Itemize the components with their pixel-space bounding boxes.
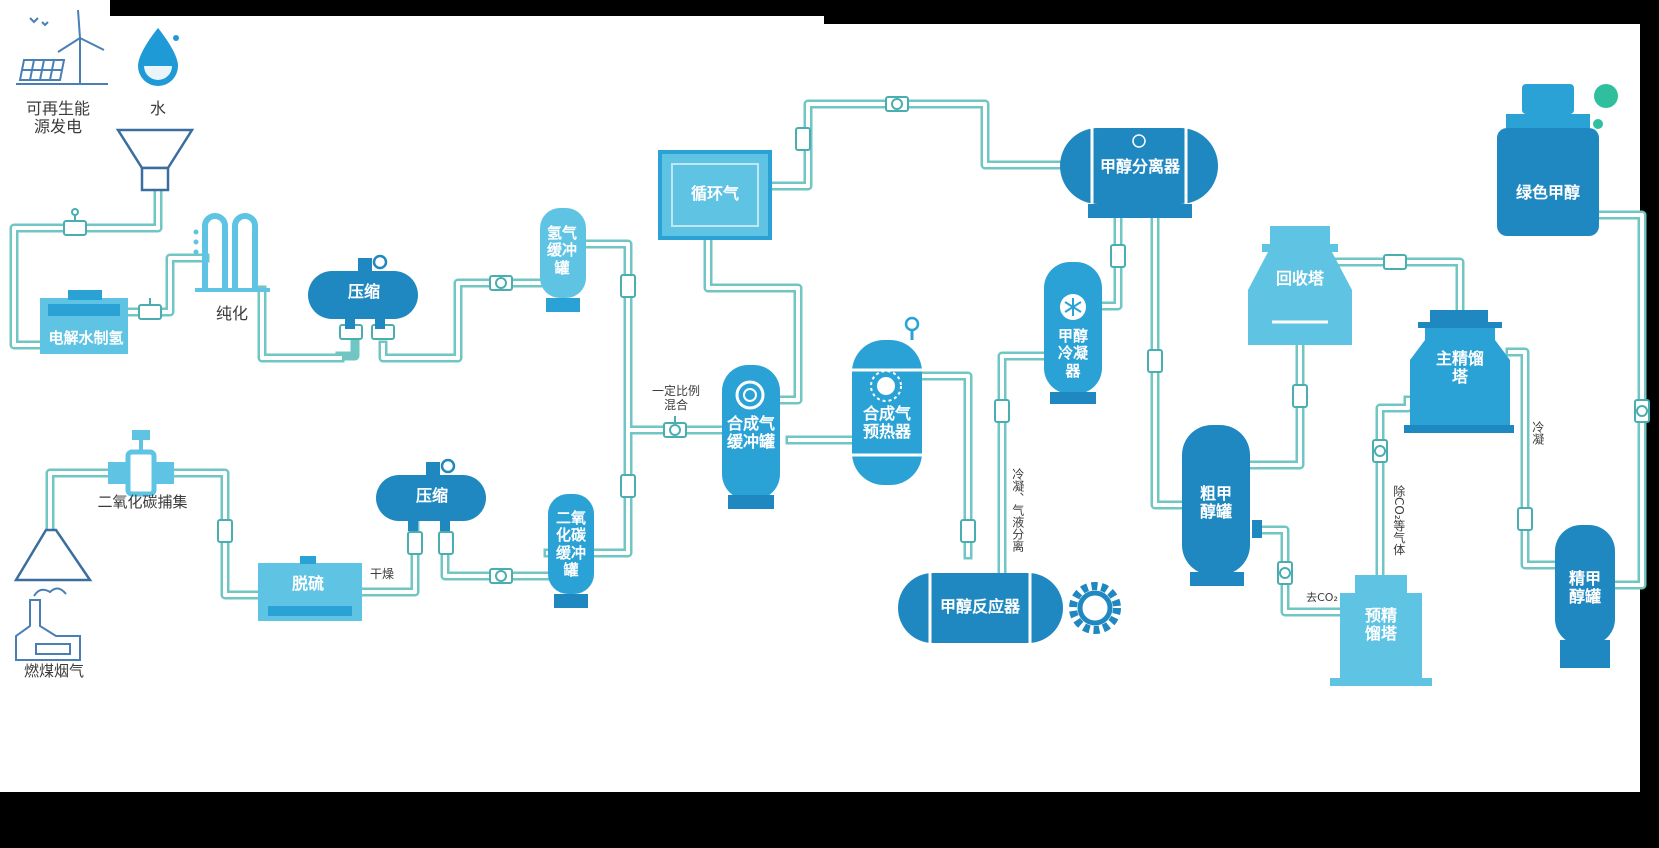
green-methanol-bottle xyxy=(1497,84,1618,236)
compressor-h2 xyxy=(308,254,418,329)
electrolysis-unit xyxy=(40,290,128,354)
gauge-icon xyxy=(904,316,920,332)
valve-icon xyxy=(620,274,636,298)
snowflake-icon xyxy=(1060,294,1086,320)
main-distillation-tower xyxy=(1404,310,1514,433)
desulfurization-unit xyxy=(258,556,362,621)
valve-icon xyxy=(1147,349,1163,373)
sun-icon xyxy=(870,370,902,402)
syngas-preheater xyxy=(852,330,922,485)
purification-unit xyxy=(195,213,270,292)
gear-icon xyxy=(1069,582,1121,634)
methanol-condenser xyxy=(1044,262,1102,404)
compressor-co2 xyxy=(376,458,486,531)
valve-icon xyxy=(960,519,976,543)
valve-icon xyxy=(885,96,909,112)
water-drop-icon xyxy=(138,28,179,86)
valve-icon xyxy=(489,568,513,584)
valve-icon xyxy=(217,519,233,543)
valve-icon xyxy=(795,127,811,151)
valve-icon xyxy=(63,208,87,236)
hood-icon xyxy=(13,528,93,582)
valve-icon xyxy=(1277,561,1293,585)
syngas-buffer-tank xyxy=(722,365,780,509)
valve-icon xyxy=(1372,439,1388,463)
crude-methanol-tank xyxy=(1182,425,1262,586)
recovery-tower xyxy=(1248,226,1352,345)
pre-distillation-tower xyxy=(1330,575,1432,686)
co2-buffer-tank xyxy=(548,494,594,608)
recycle-gas-vessel xyxy=(658,150,772,240)
refined-methanol-tank xyxy=(1555,525,1615,668)
fan-icon xyxy=(735,380,765,410)
valve-icon xyxy=(1383,254,1407,270)
co2-capture-unit xyxy=(108,430,174,497)
valve-icon xyxy=(1517,507,1533,531)
valve-icon xyxy=(438,531,454,555)
valve-icon xyxy=(1634,399,1650,423)
funnel-icon xyxy=(115,128,195,192)
valve-icon xyxy=(407,531,423,555)
wind-turbine-solar-icon xyxy=(16,9,108,85)
valve-icon xyxy=(138,298,162,320)
methanol-reactor xyxy=(898,573,1063,643)
valve-icon xyxy=(1110,244,1126,268)
valves xyxy=(63,96,1650,585)
valve-icon xyxy=(663,416,687,438)
valve-icon xyxy=(994,399,1010,423)
valve-icon xyxy=(489,275,513,291)
factory-icon xyxy=(15,587,81,661)
valve-icon xyxy=(620,474,636,498)
h2-buffer-tank xyxy=(540,208,586,312)
valve-icon xyxy=(1292,384,1308,408)
methanol-separator xyxy=(1060,128,1218,218)
